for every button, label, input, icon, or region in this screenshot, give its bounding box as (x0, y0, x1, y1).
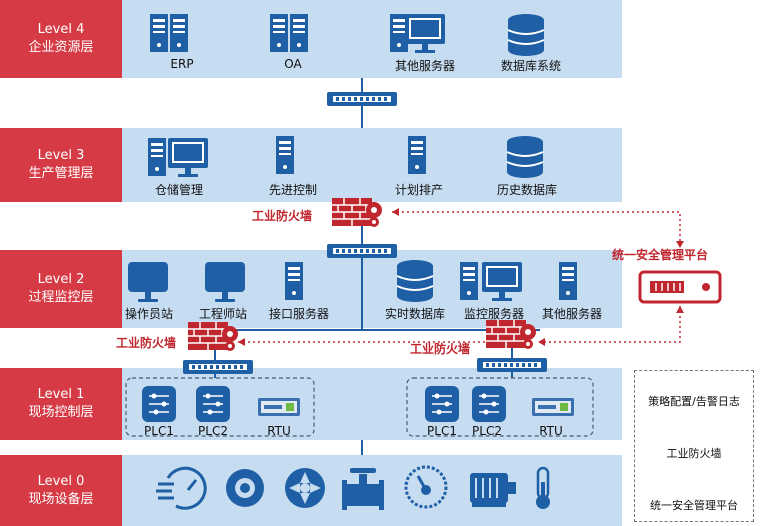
realtime-database-icon (396, 259, 434, 303)
label-erp: ERP (170, 57, 194, 71)
label-advanced-control: 先进控制 (268, 183, 317, 197)
security-platform-icon (638, 270, 722, 304)
legend-platform-label: 统一安全管理平台 (650, 499, 738, 512)
network-switch-icon (183, 360, 253, 374)
oa-server-icon (270, 14, 308, 52)
thermometer-icon (536, 466, 550, 509)
label-database-system: 数据库系统 (500, 59, 561, 73)
pressure-gauge-icon (404, 465, 448, 509)
firewall-label-top: 工业防火墙 (252, 209, 313, 223)
level1-tag: Level 1 现场控制层 (0, 368, 122, 440)
level-code: Level 4 (37, 22, 85, 37)
server-tower-icon (408, 136, 426, 174)
industrial-firewall-icon (485, 319, 537, 350)
label-engineer-station: 工程师站 (198, 307, 247, 321)
level-name: 生产管理层 (28, 166, 94, 181)
label-rtu-left: RTU (267, 424, 291, 438)
platform-label: 统一安全管理平台 (612, 248, 709, 262)
server-tower-icon (276, 136, 294, 174)
sensor-icon (226, 469, 264, 507)
level-name: 现场控制层 (28, 405, 94, 420)
firewall-label-left: 工业防火墙 (116, 336, 177, 350)
network-switch-icon (327, 92, 397, 106)
operator-station-icon (128, 262, 168, 302)
plc-icon (195, 385, 231, 423)
level-code: Level 1 (37, 387, 85, 402)
label-other-server: 其他服务器 (394, 59, 455, 73)
level3-tag: Level 3 生产管理层 (0, 128, 122, 202)
network-switch-icon (477, 358, 547, 372)
label-warehouse: 仓储管理 (154, 183, 203, 197)
fan-icon (285, 468, 325, 508)
valve-icon (342, 468, 384, 510)
legend-firewall-label: 工业防火墙 (666, 447, 722, 460)
warehouse-workstation-icon (148, 138, 208, 177)
level0-tag: Level 0 现场设备层 (0, 455, 122, 526)
level-name: 现场设备层 (28, 491, 94, 507)
level-code: Level 2 (37, 272, 85, 287)
label-operator-station: 操作员站 (124, 307, 173, 321)
label-interface-server: 接口服务器 (268, 307, 329, 321)
plc-icon (424, 385, 460, 423)
rtu-icon (532, 398, 574, 416)
history-database-icon (506, 135, 544, 179)
flow-meter-icon (156, 466, 207, 510)
label-plc2-left: PLC2 (198, 424, 228, 438)
level4-tag: Level 4 企业资源层 (0, 0, 122, 78)
control-group-left (125, 377, 315, 437)
level-name: 过程监控层 (28, 290, 94, 305)
rtu-icon (258, 398, 300, 416)
level-code: Level 0 (37, 473, 85, 489)
label-other-server-l2: 其他服务器 (541, 307, 602, 321)
label-plc1-right: PLC1 (427, 424, 457, 438)
legend-line-label: 策略配置/告警日志 (648, 395, 740, 408)
label-rtu-right: RTU (539, 424, 563, 438)
erp-server-icon (150, 14, 188, 52)
control-group-right (406, 377, 594, 437)
label-history-db: 历史数据库 (496, 183, 557, 197)
database-icon (507, 13, 545, 57)
other-server-icon (559, 262, 577, 300)
label-scheduling: 计划排产 (394, 183, 443, 197)
label-monitor-server: 监控服务器 (463, 307, 524, 321)
industrial-firewall-icon (187, 321, 239, 352)
legend-box: 策略配置/告警日志 工业防火墙 统一安全管理平台 (634, 370, 754, 522)
monitor-server-icon (460, 262, 522, 301)
level-code: Level 3 (37, 148, 85, 163)
label-oa: OA (284, 57, 302, 71)
other-server-icon (390, 14, 445, 53)
label-plc1-left: PLC1 (144, 424, 174, 438)
firewall-label-right: 工业防火墙 (410, 342, 471, 356)
level2-tag: Level 2 过程监控层 (0, 250, 122, 328)
industrial-firewall-icon (331, 197, 383, 228)
interface-server-icon (285, 262, 303, 300)
level-name: 企业资源层 (28, 40, 94, 55)
plc-icon (141, 385, 177, 423)
label-plc2-right: PLC2 (472, 424, 502, 438)
plc-icon (471, 385, 507, 423)
network-switch-icon (327, 244, 397, 258)
engineer-station-icon (205, 262, 245, 302)
motor-icon (470, 473, 516, 507)
label-realtime-db: 实时数据库 (384, 307, 445, 321)
